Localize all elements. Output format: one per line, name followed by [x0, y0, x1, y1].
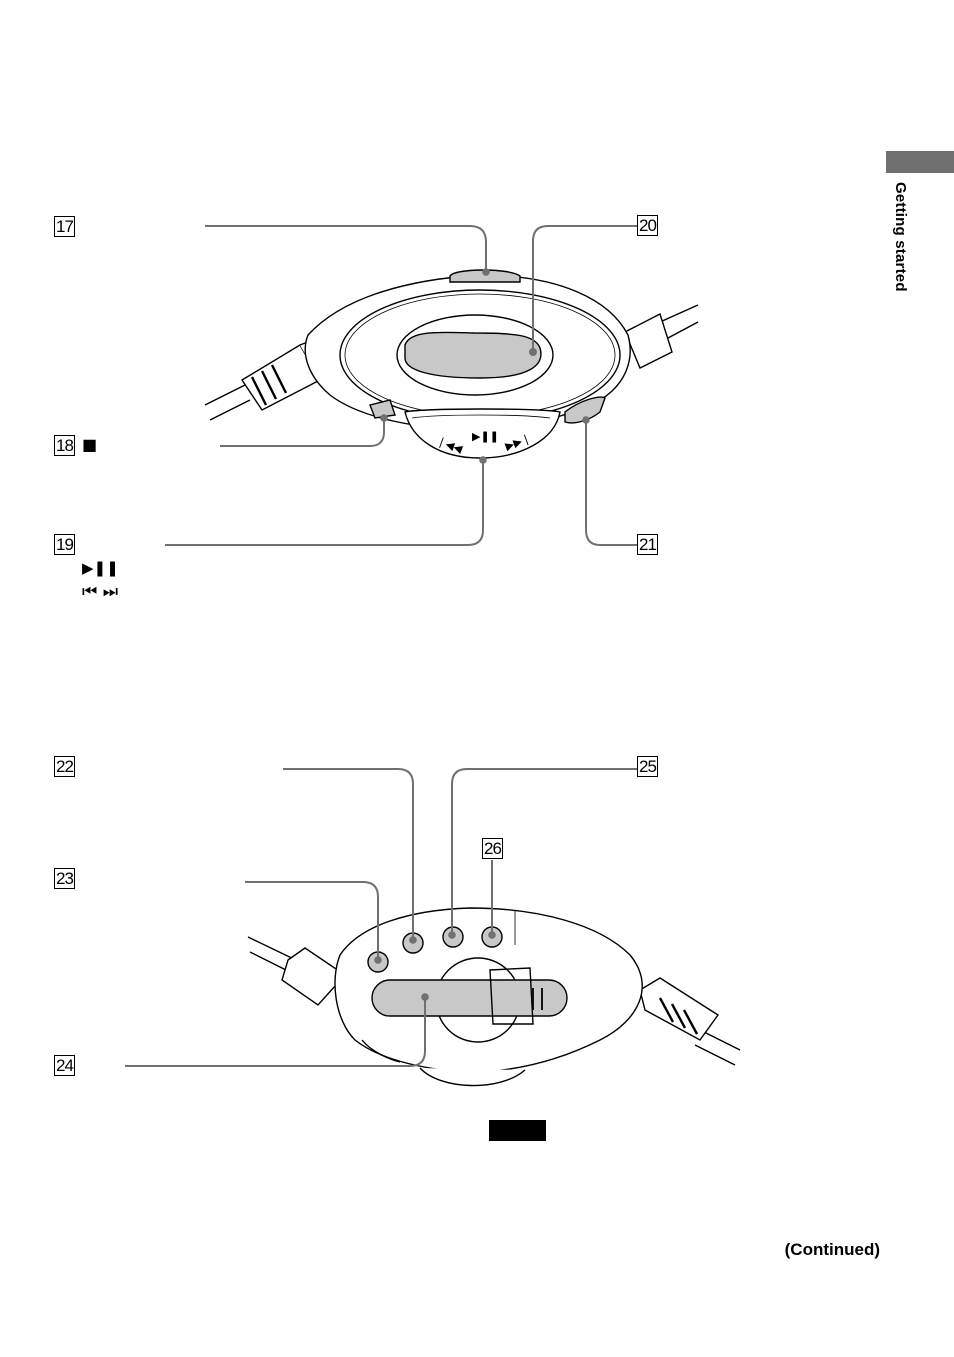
section-tab-bar — [886, 151, 954, 173]
remote-front-illustration — [204, 269, 699, 459]
callout-17: 17 — [54, 216, 75, 237]
callout-25: 25 — [637, 756, 658, 777]
continued-footer: (Continued) — [784, 1240, 880, 1259]
callout-20: 20 — [637, 215, 658, 236]
callout-18: 18 — [54, 435, 75, 456]
prev-next-icon: ⏮ ⏭ — [82, 582, 119, 602]
remote-back-illustration — [247, 907, 741, 1087]
callout-24: 24 — [54, 1055, 75, 1076]
stop-icon: ■ — [82, 435, 98, 454]
callout-26: 26 — [482, 838, 503, 859]
svg-text:▶❚❚: ▶❚❚ — [472, 430, 499, 443]
play-pause-icon: ▶❚❚ — [82, 559, 119, 577]
callout-19: 19 — [54, 534, 75, 555]
leader-lines-bottom — [125, 768, 637, 1067]
note-label-box — [489, 1120, 546, 1141]
callout-23: 23 — [54, 868, 75, 889]
callout-22: 22 — [54, 756, 75, 777]
callout-21: 21 — [637, 534, 658, 555]
section-side-title: Getting started — [892, 182, 909, 292]
leader-lines-top — [165, 225, 637, 546]
